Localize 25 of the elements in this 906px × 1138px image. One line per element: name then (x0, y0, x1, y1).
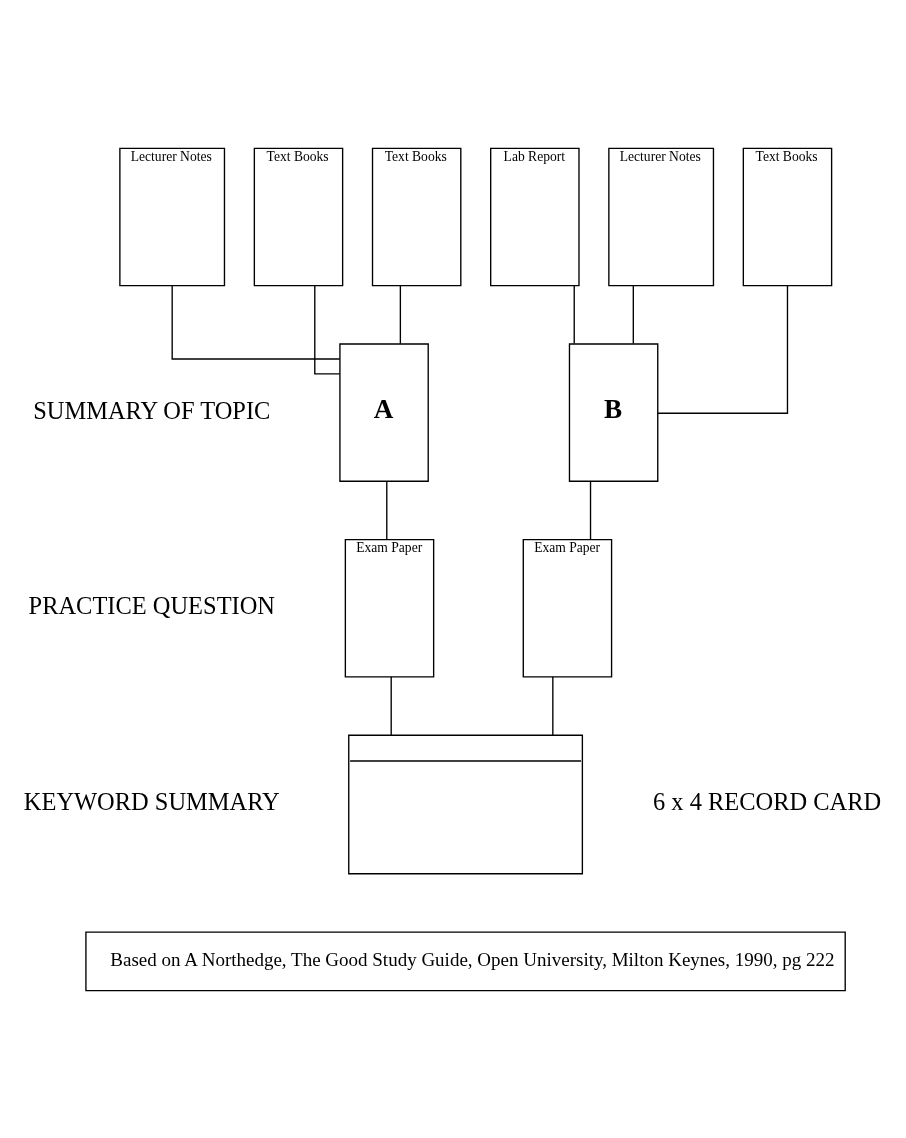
node-box: Based on A Northedge, The Good Study Guide, Open University, Milton Keynes, 1990, pg 222 (85, 931, 846, 991)
node-box: Exam Paper (522, 538, 613, 677)
node-box: Lab Report (490, 147, 580, 286)
label: PRACTICE QUESTION (28, 591, 276, 619)
connector (589, 480, 592, 540)
node-box: Exam Paper (344, 538, 435, 677)
node-box: B (568, 342, 659, 482)
node-box: Text Books (371, 147, 462, 286)
connector (657, 284, 789, 414)
node-box: Lecturer Notes (119, 147, 226, 286)
label: SUMMARY OF TOPIC (33, 396, 271, 424)
label: KEYWORD SUMMARY (23, 787, 280, 815)
connector (386, 480, 388, 540)
connector (399, 284, 402, 344)
node-box: A (339, 342, 429, 482)
node-label: 6 x 4 RECORD CARD (653, 787, 882, 815)
connector (390, 675, 392, 736)
node-box: Lecturer Notes (608, 147, 715, 286)
node-box: Text Books (742, 147, 833, 286)
connector (573, 284, 575, 344)
connector (632, 284, 634, 344)
connector (171, 284, 341, 360)
connector (552, 675, 554, 736)
connector (314, 284, 341, 375)
node-box: Text Books (253, 147, 344, 286)
